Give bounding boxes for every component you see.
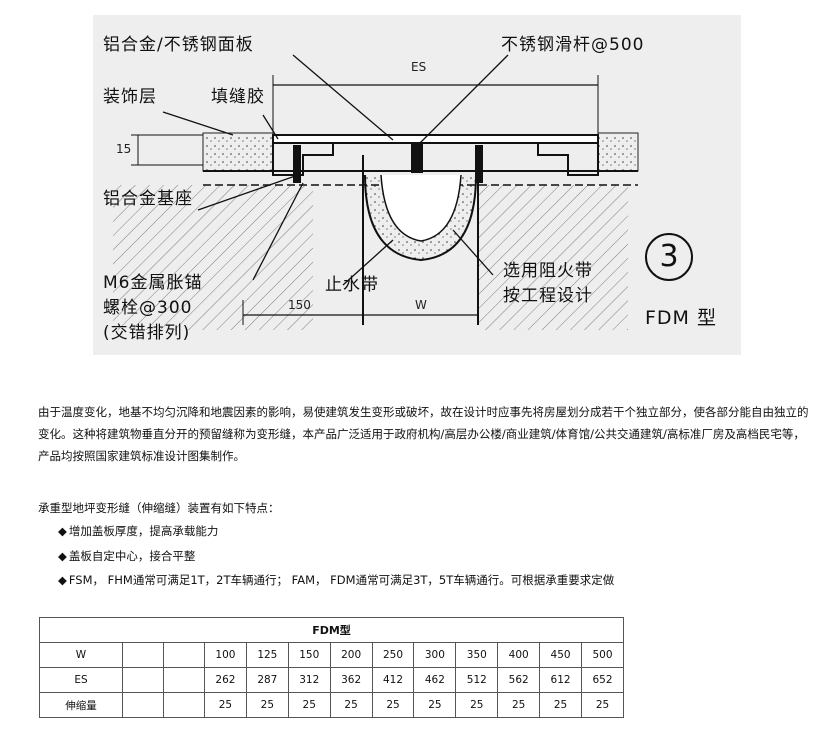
blank-cell xyxy=(163,667,205,693)
table-cell: 362 xyxy=(329,667,373,693)
label-anchor-line3: (交错排列) xyxy=(103,323,191,343)
label-filler: 填缝胶 xyxy=(211,87,265,107)
label-anchor-line1: M6金属胀锚 xyxy=(103,273,203,293)
joint-section-svg xyxy=(113,54,639,330)
table-row: ES 262 287 312 362 412 462 512 562 612 6… xyxy=(39,667,624,693)
features-heading: 承重型地坪变形缝（伸缩缝）装置有如下特点： xyxy=(38,501,280,515)
row-label: 伸缩量 xyxy=(39,692,123,718)
dim-w: W xyxy=(415,298,427,312)
table-cell: 25 xyxy=(204,692,247,718)
blank-cell xyxy=(122,692,164,718)
table-cell: 500 xyxy=(581,642,624,668)
table-cell: 25 xyxy=(287,692,331,718)
label-decor-layer: 装饰层 xyxy=(103,87,157,107)
table-cell: 250 xyxy=(371,642,415,668)
left-slab xyxy=(113,185,313,330)
expansion-joint-drawing: 铝合金/不锈钢面板 不锈钢滑杆@500 装饰层 填缝胶 铝合金基座 M6金属胀锚… xyxy=(93,15,741,355)
table-title: FDM型 xyxy=(39,617,624,643)
table-cell: 350 xyxy=(455,642,499,668)
fdm-spec-table: FDM型 W 100 125 150 200 250 300 350 400 4… xyxy=(39,617,624,718)
feature-item: FSM， FHM通常可满足1T，2T车辆通行； FAM， FDM通常可满足3T，… xyxy=(58,568,614,593)
table-cell: 312 xyxy=(287,667,331,693)
label-waterstop: 止水带 xyxy=(325,275,379,295)
table-cell: 450 xyxy=(539,642,583,668)
row-label: ES xyxy=(39,667,123,693)
dim-15: 15 xyxy=(116,142,132,156)
table-row: 伸缩量 25 25 25 25 25 25 25 25 25 25 xyxy=(39,692,624,718)
label-anchor-line2: 螺栓@300 xyxy=(103,298,193,318)
left-decor-layer xyxy=(202,132,274,172)
table-cell: 25 xyxy=(581,692,624,718)
right-slab xyxy=(478,185,628,330)
table-cell: 287 xyxy=(245,667,289,693)
table-cell: 200 xyxy=(329,642,373,668)
table-cell: 25 xyxy=(371,692,415,718)
dim-es: ES xyxy=(411,60,427,74)
intro-paragraph: 由于温度变化，地基不均匀沉降和地震因素的影响，易使建筑发生变形或破坏，故在设计时… xyxy=(38,405,809,463)
blank-cell xyxy=(163,692,205,718)
feature-list: 增加盖板厚度，提高承载能力 盖板自定中心，接合平整 FSM， FHM通常可满足1… xyxy=(58,519,614,593)
label-fire-line1: 选用阻火带 xyxy=(503,261,593,281)
dim-150: 150 xyxy=(288,298,311,312)
table-cell: 150 xyxy=(287,642,331,668)
table-title-row: FDM型 xyxy=(39,617,624,643)
type-label: FDM 型 xyxy=(645,307,717,329)
table-cell: 25 xyxy=(539,692,583,718)
label-fire-line2: 按工程设计 xyxy=(503,286,593,306)
table-cell: 25 xyxy=(245,692,289,718)
detail-number-badge: 3 xyxy=(645,233,693,281)
label-base: 铝合金基座 xyxy=(103,189,193,209)
table-cell: 25 xyxy=(455,692,499,718)
table-cell: 462 xyxy=(413,667,457,693)
row-label: W xyxy=(39,642,123,668)
table-cell: 25 xyxy=(497,692,541,718)
cover-plate xyxy=(272,134,599,144)
table-cell: 300 xyxy=(413,642,457,668)
table-cell: 100 xyxy=(204,642,247,668)
blank-cell xyxy=(122,642,164,668)
table-cell: 262 xyxy=(204,667,247,693)
table-cell: 125 xyxy=(245,642,289,668)
feature-item: 盖板自定中心，接合平整 xyxy=(58,544,614,569)
table-cell: 412 xyxy=(371,667,415,693)
table-cell: 400 xyxy=(497,642,541,668)
label-slide-rod: 不锈钢滑杆@500 xyxy=(501,35,645,55)
table-cell: 562 xyxy=(497,667,541,693)
label-cover-plate: 铝合金/不锈钢面板 xyxy=(103,35,254,55)
table-cell: 512 xyxy=(455,667,499,693)
table-cell: 25 xyxy=(413,692,457,718)
blank-cell xyxy=(122,667,164,693)
table-cell: 652 xyxy=(581,667,624,693)
table-row: W 100 125 150 200 250 300 350 400 450 50… xyxy=(39,642,624,668)
feature-item: 增加盖板厚度，提高承载能力 xyxy=(58,519,614,544)
table-cell: 612 xyxy=(539,667,583,693)
right-decor-layer xyxy=(597,132,639,172)
table-cell: 25 xyxy=(329,692,373,718)
blank-cell xyxy=(163,642,205,668)
